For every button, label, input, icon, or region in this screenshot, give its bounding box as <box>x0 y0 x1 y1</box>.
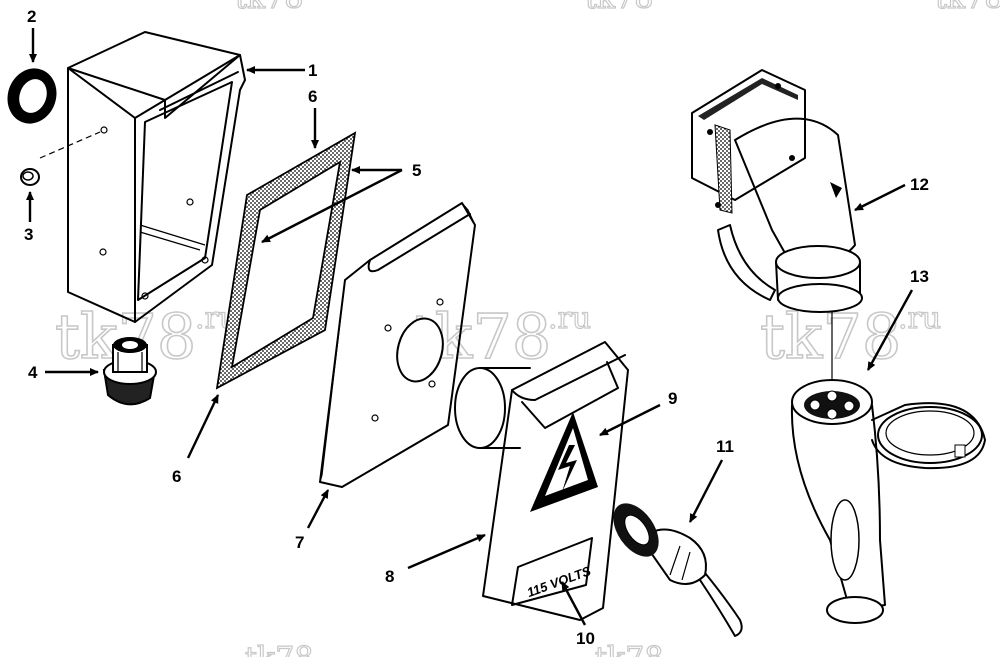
part-11-cable-plug <box>613 503 743 637</box>
part-12-angled-inlet <box>691 69 863 382</box>
part-6-gasket <box>215 131 357 390</box>
watermark-top-2: tk78 <box>585 0 653 16</box>
callout-9: 9 <box>668 389 677 408</box>
watermark-bottom-2: tk78 <box>595 641 663 657</box>
callout-10: 10 <box>576 629 595 648</box>
voltage-label-text: 115 VOLTS <box>525 563 593 600</box>
part-13-connector <box>790 379 986 624</box>
callout-8: 8 <box>385 567 394 586</box>
part-3-grommet <box>20 168 40 186</box>
callout-7: 7 <box>295 533 304 552</box>
part-2-sealing-ring <box>7 68 57 124</box>
callout-5: 5 <box>412 161 421 180</box>
watermark-top-1: tk78 <box>235 0 303 16</box>
watermark-right: tk78 <box>760 300 901 373</box>
callout-labels: 1 2 3 4 5 6 6 7 8 9 10 11 12 13 <box>24 7 929 648</box>
watermark-bottom-1: tk78 <box>245 641 313 657</box>
callout-arrows <box>26 28 914 626</box>
part-8-socket-outlet: 115 VOLTS <box>454 341 629 621</box>
watermark-center-suffix: .ru <box>548 301 591 336</box>
callout-6-top: 6 <box>308 87 317 106</box>
callout-13: 13 <box>910 267 929 286</box>
part-9-warning-symbol <box>530 412 598 512</box>
callout-1: 1 <box>308 61 317 80</box>
callout-6-bottom: 6 <box>172 467 181 486</box>
part-7-mounting-plate <box>319 202 476 488</box>
callout-11: 11 <box>716 437 734 456</box>
watermark-top-3: tk78 <box>935 0 1000 16</box>
part-1-box-housing <box>39 31 246 323</box>
part-10-voltage-label: 115 VOLTS <box>511 537 593 606</box>
callout-4: 4 <box>28 363 38 382</box>
part-4-cable-gland <box>102 337 157 406</box>
callout-3: 3 <box>24 225 33 244</box>
callout-2: 2 <box>27 7 36 26</box>
watermark-right-suffix: .ru <box>898 301 941 336</box>
callout-12: 12 <box>910 175 929 194</box>
